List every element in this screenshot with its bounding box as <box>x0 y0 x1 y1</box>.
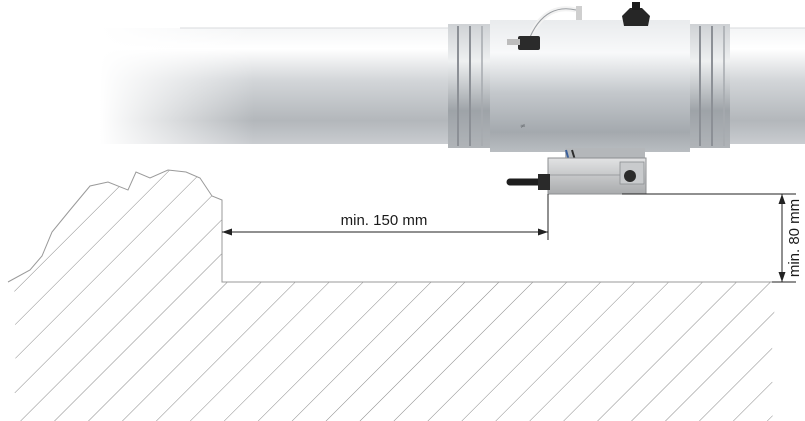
wall-section <box>7 169 780 421</box>
sensor-icon <box>507 6 582 50</box>
dimension-vertical: min. 80 mm <box>622 193 803 283</box>
vertical-clearance-label: min. 80 mm <box>786 199 803 277</box>
damper-unit: ≠ <box>448 2 730 173</box>
dimension-horizontal: min. 150 mm <box>222 194 549 240</box>
knob-icon <box>622 2 650 26</box>
actuator-box <box>506 157 647 195</box>
horizontal-clearance-label: min. 150 mm <box>341 212 428 229</box>
wall-outline <box>7 169 772 283</box>
svg-text:≠: ≠ <box>520 122 526 130</box>
